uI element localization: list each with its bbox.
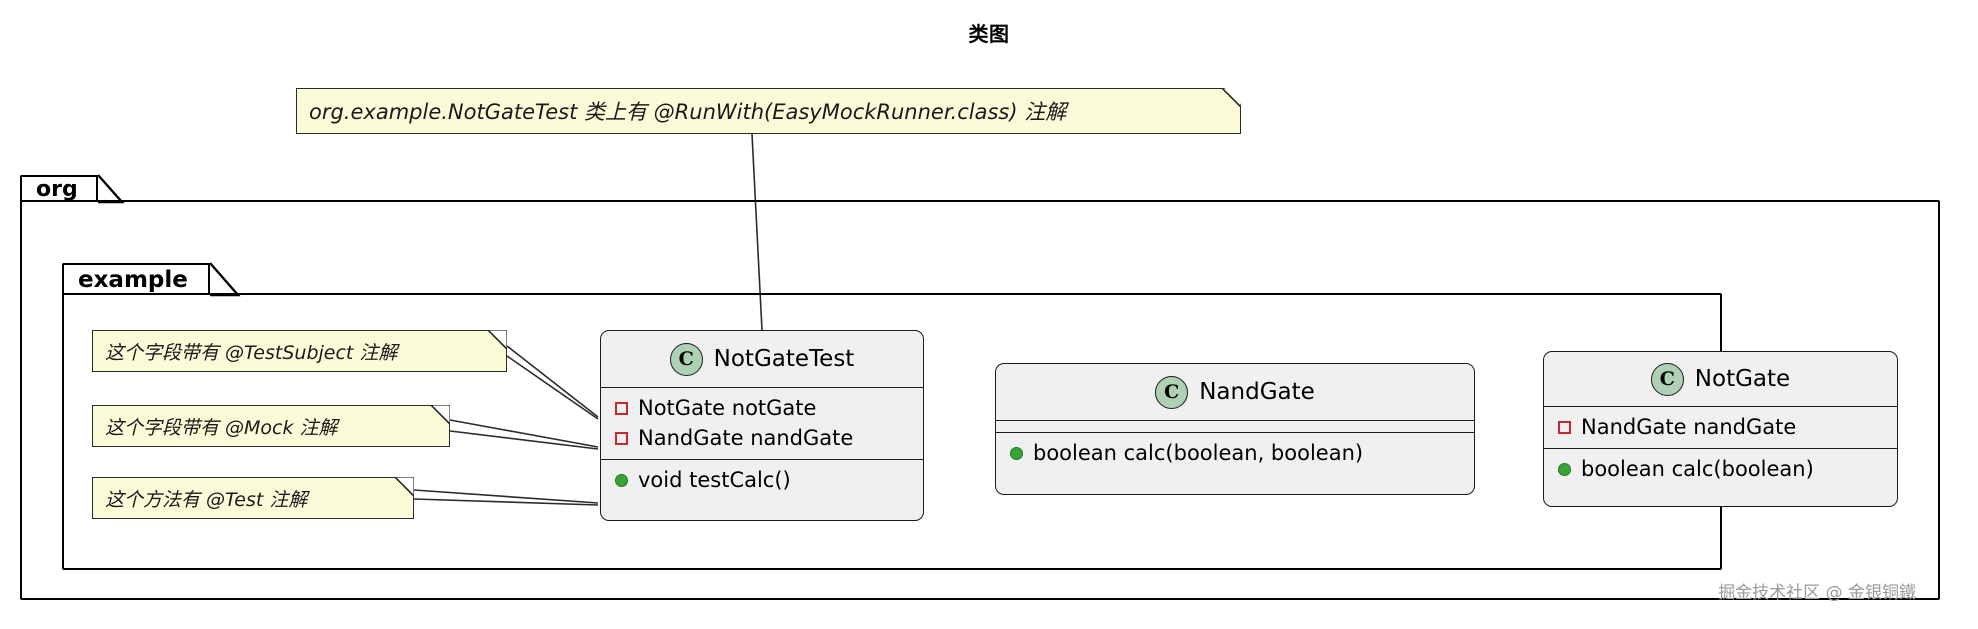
- class-divider: [1544, 406, 1897, 407]
- class-header-notgatetest: C NotGateTest: [601, 331, 923, 387]
- public-method-marker-icon: [1010, 446, 1023, 460]
- class-method-row: void testCalc(): [601, 465, 923, 495]
- package-label-example: example: [78, 267, 188, 293]
- watermark-text: 掘金技术社区 @ 金银铜鐵: [1718, 583, 1916, 603]
- class-divider: [996, 420, 1474, 421]
- class-methods-notgate: boolean calc(boolean): [1544, 449, 1897, 490]
- note-test-text: 这个方法有 @Test 注解: [105, 488, 308, 511]
- class-name-notgate: NotGate: [1694, 366, 1791, 392]
- package-frame-org: [20, 200, 1940, 600]
- private-field-marker-icon: [1558, 420, 1571, 434]
- note-fold-line-icon: [430, 405, 450, 425]
- page-title: 类图: [968, 22, 1010, 46]
- package-tab-example: example: [62, 263, 210, 295]
- class-method-label: boolean calc(boolean, boolean): [1033, 441, 1364, 465]
- class-method-row: boolean calc(boolean): [1544, 454, 1897, 484]
- package-label-org: org: [36, 177, 78, 202]
- class-header-nandgate: C NandGate: [996, 364, 1474, 420]
- note-testsubject-text: 这个字段带有 @TestSubject 注解: [105, 341, 398, 364]
- class-fields-nandgate-empty: [996, 421, 1474, 432]
- note-mock-text: 这个字段带有 @Mock 注解: [105, 416, 338, 439]
- class-name-nandgate: NandGate: [1199, 379, 1315, 405]
- class-field-label: NotGate notGate: [638, 396, 817, 420]
- class-stereotype-icon: C: [669, 342, 703, 376]
- class-fields-notgatetest: NotGate notGate NandGate nandGate: [601, 388, 923, 459]
- class-name-notgatetest: NotGateTest: [713, 346, 855, 372]
- class-box-notgate[interactable]: C NotGate NandGate nandGate boolean calc…: [1543, 351, 1898, 507]
- class-field-row: NandGate nandGate: [601, 423, 923, 453]
- note-fold-line-icon: [487, 330, 507, 350]
- class-box-notgatetest[interactable]: C NotGateTest NotGate notGate NandGate n…: [600, 330, 924, 521]
- class-field-label: NandGate nandGate: [638, 426, 854, 450]
- class-divider: [601, 459, 923, 460]
- note-fold-corner-icon: [1223, 87, 1242, 106]
- class-stereotype-icon: C: [1650, 362, 1684, 396]
- note-mock: 这个字段带有 @Mock 注解: [92, 405, 450, 447]
- private-field-marker-icon: [615, 401, 628, 415]
- class-field-row: NandGate nandGate: [1544, 412, 1897, 442]
- class-divider: [1544, 448, 1897, 449]
- public-method-marker-icon: [1558, 462, 1571, 476]
- note-runwith: org.example.NotGateTest 类上有 @RunWith(Eas…: [296, 87, 1242, 134]
- note-fold-line-icon: [394, 477, 414, 497]
- class-method-row: boolean calc(boolean, boolean): [996, 438, 1474, 468]
- class-divider: [601, 387, 923, 388]
- private-field-marker-icon: [615, 431, 628, 445]
- class-box-nandgate[interactable]: C NandGate boolean calc(boolean, boolean…: [995, 363, 1475, 495]
- class-field-row: NotGate notGate: [601, 393, 923, 423]
- class-fields-notgate: NandGate nandGate: [1544, 407, 1897, 448]
- note-testsubject: 这个字段带有 @TestSubject 注解: [92, 330, 507, 372]
- note-test: 这个方法有 @Test 注解: [92, 477, 414, 519]
- class-divider: [996, 432, 1474, 433]
- public-method-marker-icon: [615, 473, 628, 487]
- class-methods-nandgate: boolean calc(boolean, boolean): [996, 433, 1474, 474]
- package-tab-org: org: [20, 175, 98, 202]
- class-methods-notgatetest: void testCalc(): [601, 460, 923, 501]
- class-method-label: void testCalc(): [638, 468, 791, 492]
- class-method-label: boolean calc(boolean): [1581, 457, 1814, 481]
- note-runwith-text: org.example.NotGateTest 类上有 @RunWith(Eas…: [309, 100, 1067, 124]
- class-stereotype-icon: C: [1155, 375, 1189, 409]
- class-field-label: NandGate nandGate: [1581, 415, 1797, 439]
- class-header-notgate: C NotGate: [1544, 352, 1897, 406]
